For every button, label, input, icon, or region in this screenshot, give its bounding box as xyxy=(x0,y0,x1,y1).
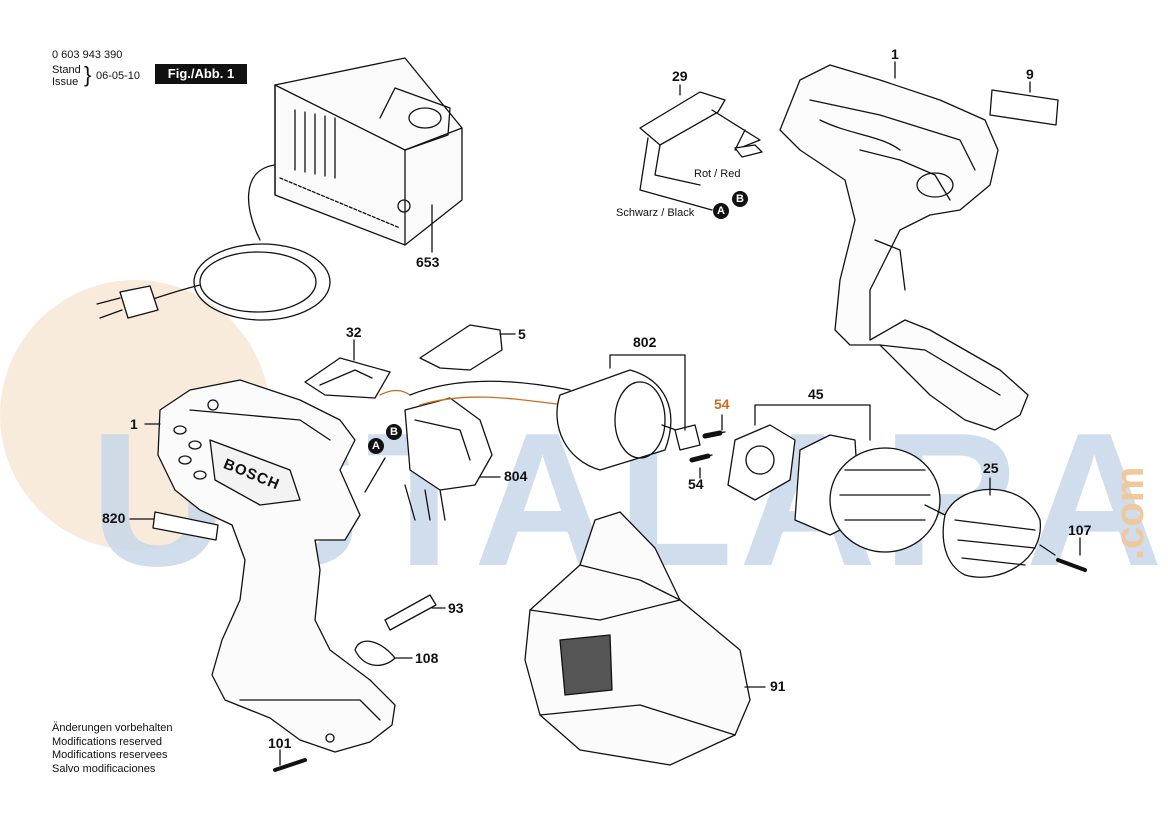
wire-red-label: Rot / Red xyxy=(694,168,741,180)
callout-820: 820 xyxy=(102,510,126,526)
figure-label: Fig./Abb. 1 xyxy=(155,64,247,84)
marker-b-top: B xyxy=(736,193,744,205)
callout-45: 45 xyxy=(808,386,824,402)
callout-107: 107 xyxy=(1068,522,1092,538)
callout-54-bottom: 54 xyxy=(688,476,704,492)
callout-802: 802 xyxy=(633,334,657,350)
callout-91: 91 xyxy=(770,678,786,694)
callout-5: 5 xyxy=(518,326,526,342)
label-plate-9 xyxy=(989,89,1059,126)
screw-54-top xyxy=(702,430,723,439)
chuck-25 xyxy=(942,488,1056,578)
switch-804 xyxy=(379,380,571,521)
marker-a-top: A xyxy=(717,205,725,217)
callout-9: 9 xyxy=(1026,66,1034,82)
modification-notes: Änderungen vorbehalten Modifications res… xyxy=(52,722,172,776)
issue-label: Issue xyxy=(52,76,79,88)
housing-half-right xyxy=(779,64,1029,431)
battery-91 xyxy=(524,511,751,766)
issue-date: 06-05-10 xyxy=(96,70,141,82)
screw-101 xyxy=(273,758,307,772)
note-de: Änderungen vorbehalten xyxy=(52,722,173,734)
callout-653: 653 xyxy=(416,254,440,270)
callout-108: 108 xyxy=(415,650,439,666)
bracket-45 xyxy=(754,404,871,441)
label-plate-820 xyxy=(152,511,219,541)
note-en: Modifications reserved xyxy=(52,735,163,748)
bit-93 xyxy=(384,594,437,631)
callout-1-right: 1 xyxy=(891,46,899,62)
motor-802 xyxy=(556,369,701,471)
callout-54-top: 54 xyxy=(714,396,730,412)
housing-half-left xyxy=(157,379,396,753)
power-cord xyxy=(96,164,331,321)
callout-93: 93 xyxy=(448,600,464,616)
part-number: 0 603 943 390 xyxy=(52,49,123,61)
callout-804: 804 xyxy=(504,468,528,484)
bracket-802 xyxy=(609,354,686,431)
clip-108 xyxy=(354,640,396,666)
charger-653 xyxy=(274,57,463,246)
marker-b-left: B xyxy=(390,426,398,438)
brace-icon: } xyxy=(84,62,92,87)
callout-1-left: 1 xyxy=(130,416,138,432)
callout-32: 32 xyxy=(346,324,362,340)
screw-107 xyxy=(1056,558,1087,572)
stand-label: Stand xyxy=(52,64,81,76)
wire-black-label: Schwarz / Black xyxy=(616,207,695,219)
part-32 xyxy=(304,357,391,399)
gearbox-45 xyxy=(727,424,946,553)
note-fr: Modifications reservees xyxy=(52,749,168,761)
part-5 xyxy=(419,324,503,371)
leader-ab xyxy=(364,457,386,493)
wire-markers xyxy=(368,191,748,454)
note-es: Salvo modificaciones xyxy=(52,762,156,775)
marker-a-left: A xyxy=(372,440,380,452)
part-29 xyxy=(639,91,763,211)
screw-54-bottom xyxy=(689,453,711,463)
callout-25: 25 xyxy=(983,460,999,476)
callout-29: 29 xyxy=(672,68,688,84)
callout-101: 101 xyxy=(268,735,292,751)
